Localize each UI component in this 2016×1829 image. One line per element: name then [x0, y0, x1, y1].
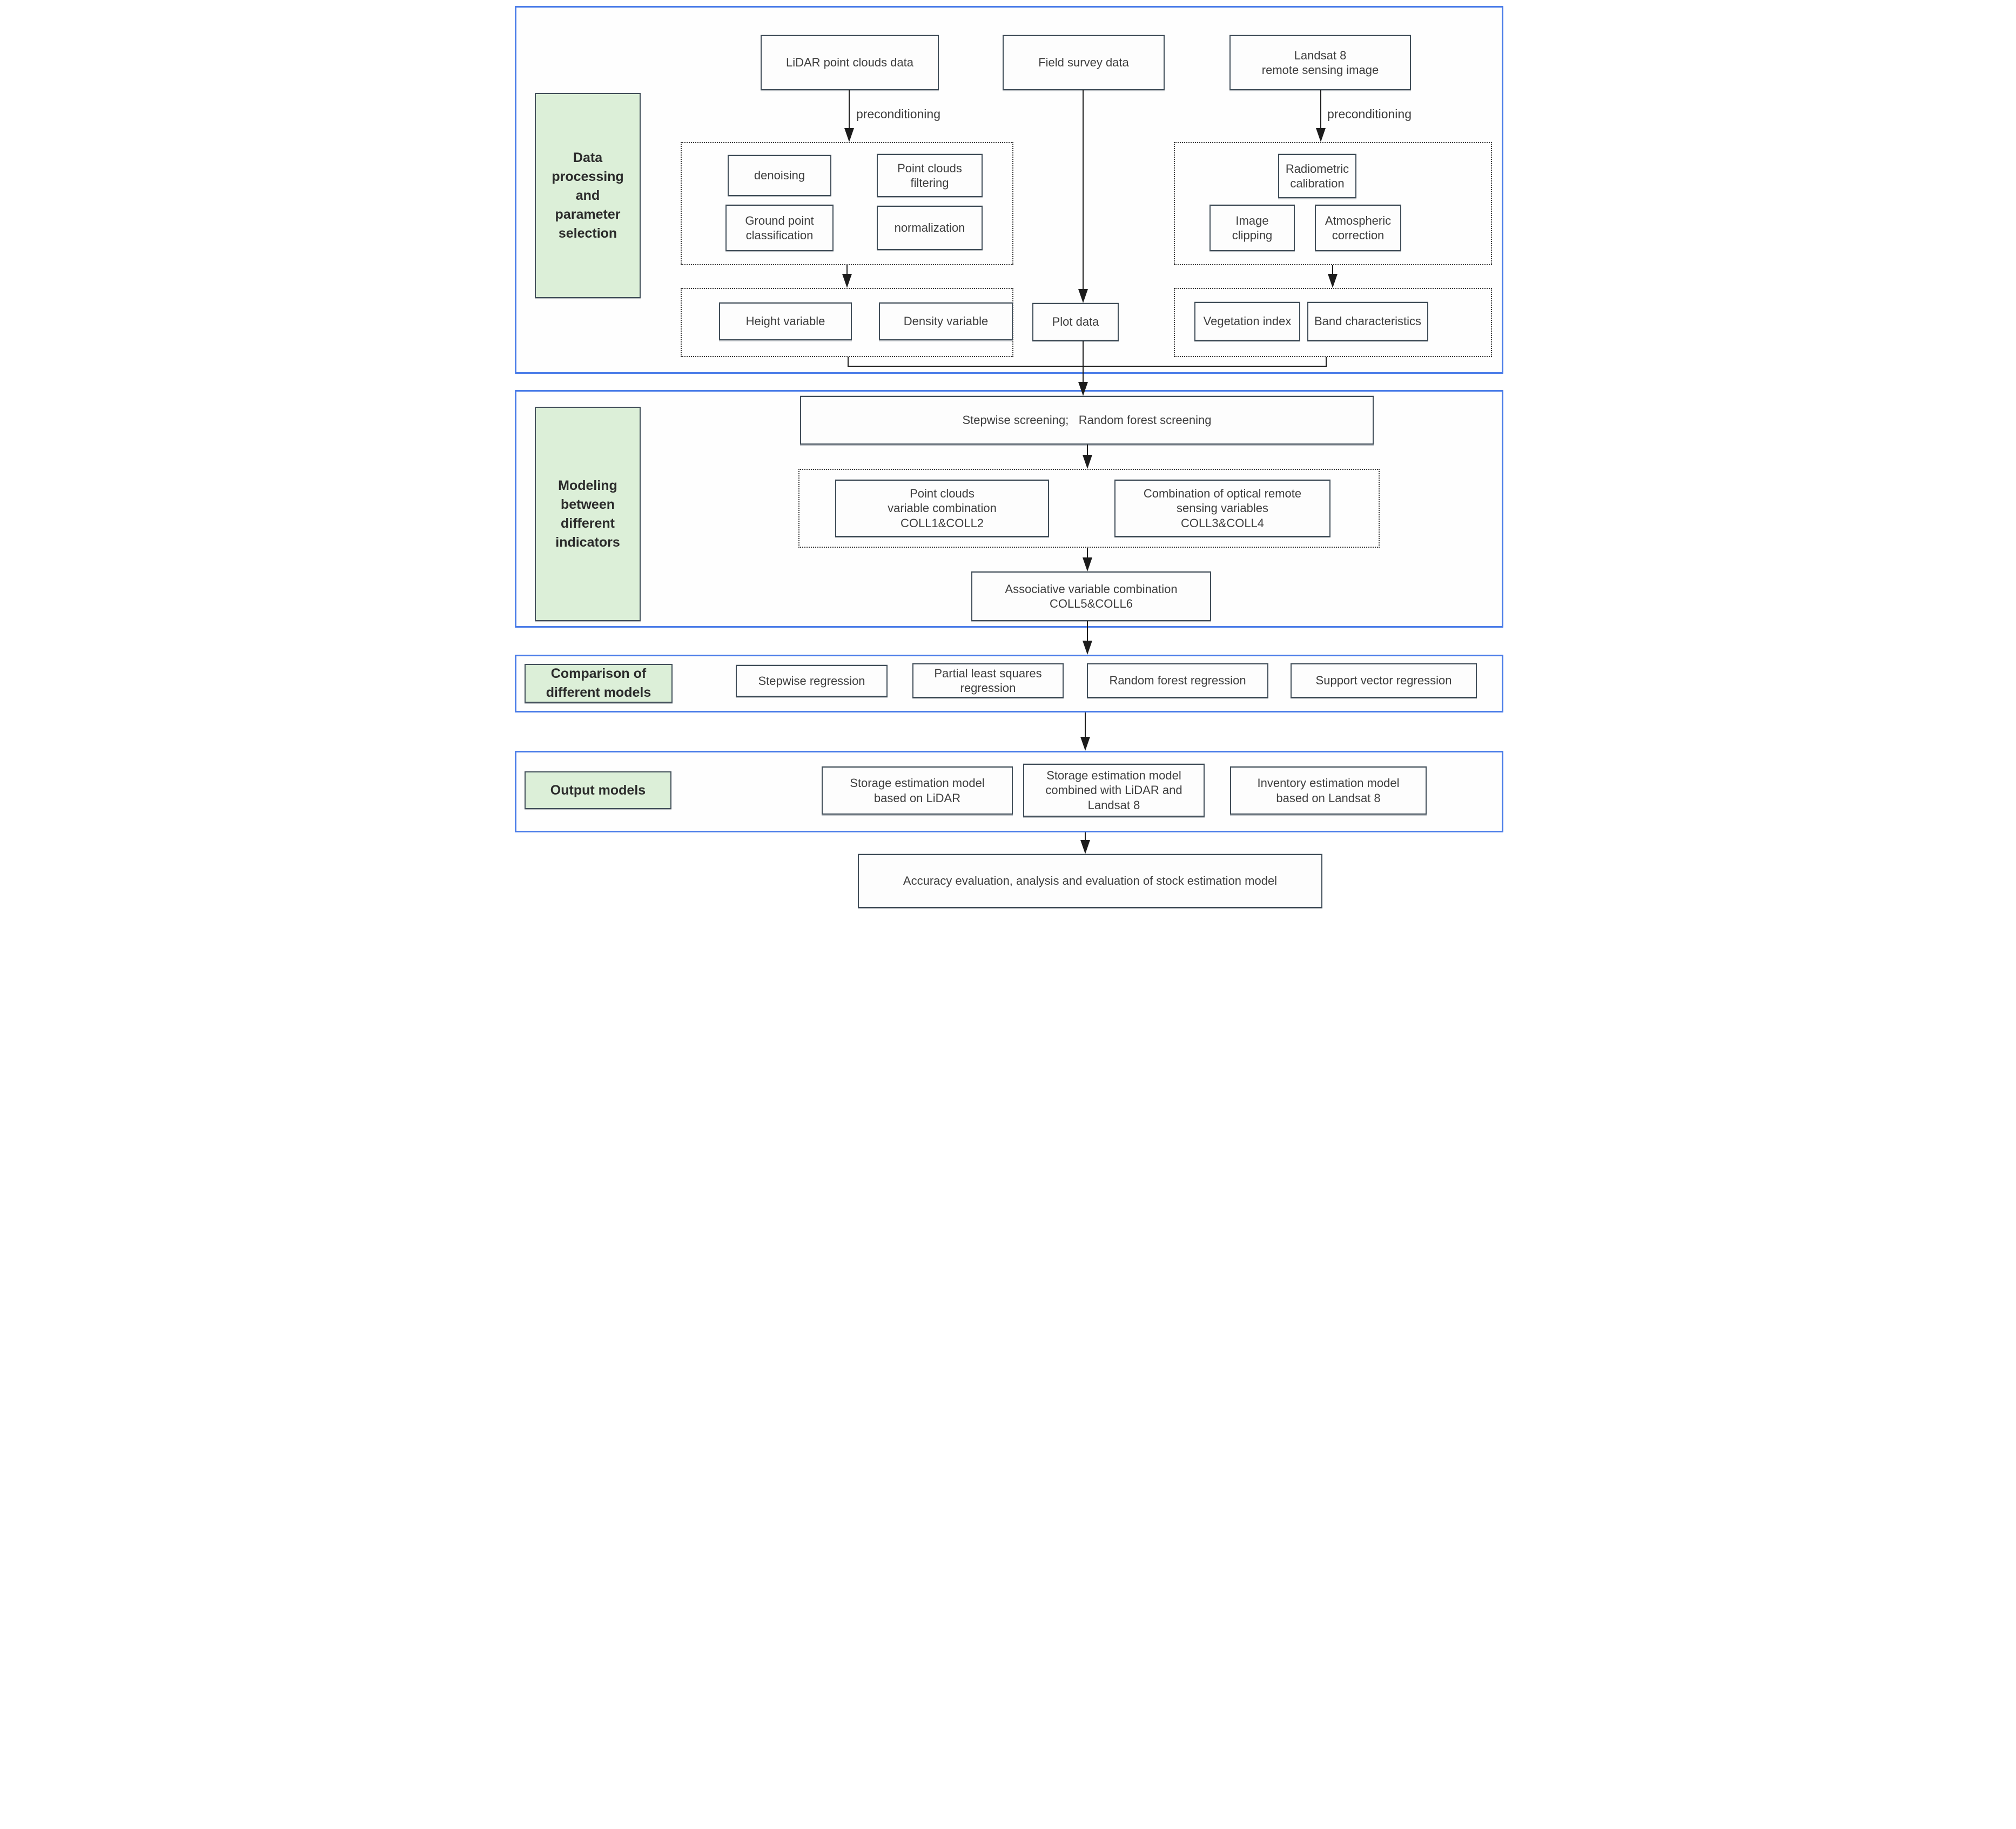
box-coll3-coll4: Combination of optical remote sensing va… [1114, 480, 1330, 537]
stage-label-data-processing: Data processing and parameter selection [535, 93, 641, 298]
box-vegetation-index: Vegetation index [1194, 302, 1300, 341]
connector-left-variables-down [848, 357, 849, 367]
box-plot-data: Plot data [1032, 303, 1119, 341]
box-stepwise-regression: Stepwise regression [736, 665, 888, 697]
box-normalization: normalization [877, 206, 983, 250]
box-landsat8-image: Landsat 8 remote sensing image [1229, 35, 1411, 90]
box-image-clipping: Image clipping [1209, 205, 1295, 251]
box-screening: Stepwise screening; Random forest screen… [800, 396, 1374, 445]
box-density-variable: Density variable [879, 302, 1013, 340]
arrowhead-field-to-plot-data [1078, 289, 1088, 303]
box-ground-point-classification: Ground point classification [725, 205, 834, 251]
box-lidar-point-clouds-data: LiDAR point clouds data [761, 35, 939, 90]
arrowhead-lidar-to-preprocessing [844, 128, 854, 142]
box-point-clouds-filtering: Point clouds filtering [877, 154, 983, 197]
arrowhead-screening-to-combinations [1083, 455, 1092, 469]
connector-right-variables-down [1326, 357, 1327, 367]
arrowhead-output-to-accuracy [1080, 840, 1090, 854]
arrow-field-to-plot-data [1083, 90, 1084, 289]
arrow-lidar-to-preprocessing [849, 90, 850, 128]
arrowhead-associative-to-comparison [1083, 641, 1092, 655]
dotted-group-landsat-variables [1174, 288, 1492, 357]
box-atmospheric-correction: Atmospheric correction [1315, 205, 1401, 251]
arrow-lidar-preprocessing-to-variables [846, 265, 848, 274]
box-inventory-model-landsat: Inventory estimation model based on Land… [1230, 766, 1427, 815]
arrowhead-landsat-preprocessing-to-variables [1328, 274, 1338, 288]
box-coll5-coll6: Associative variable combination COLL5&C… [971, 571, 1211, 621]
arrow-combinations-to-associative [1087, 548, 1088, 558]
box-random-forest-regression: Random forest regression [1087, 663, 1268, 698]
box-radiometric-calibration: Radiometric calibration [1278, 154, 1356, 198]
dotted-group-landsat-preprocessing [1174, 142, 1492, 265]
box-pls-regression: Partial least squares regression [912, 663, 1064, 698]
box-support-vector-regression: Support vector regression [1291, 663, 1477, 698]
box-coll1-coll2: Point clouds variable combination COLL1&… [835, 480, 1049, 537]
connector-bracket-horizontal [848, 366, 1327, 367]
dotted-group-lidar-variables [681, 288, 1013, 357]
stage-label-comparison: Comparison of different models [525, 664, 673, 703]
label-preconditioning-right: preconditioning [1327, 107, 1412, 121]
arrowhead-comparison-to-output [1080, 737, 1090, 751]
arrow-comparison-to-output [1085, 712, 1086, 737]
arrow-plot-data-to-screening [1083, 341, 1084, 382]
arrow-landsat-preprocessing-to-variables [1332, 265, 1333, 274]
arrow-landsat-to-preprocessing [1320, 90, 1321, 128]
box-band-characteristics: Band characteristics [1307, 302, 1428, 341]
stage-label-modeling: Modeling between different indicators [535, 407, 641, 621]
label-preconditioning-left: preconditioning [856, 107, 941, 121]
arrowhead-combinations-to-associative [1083, 557, 1092, 571]
arrowhead-plot-data-to-screening [1078, 382, 1088, 396]
arrow-associative-to-comparison [1087, 621, 1088, 641]
flowchart: Data processing and parameter selection … [504, 0, 1512, 914]
arrow-output-to-accuracy [1085, 832, 1086, 840]
box-accuracy-evaluation: Accuracy evaluation, analysis and evalua… [858, 854, 1322, 908]
box-denoising: denoising [728, 155, 831, 196]
dotted-group-lidar-preprocessing [681, 142, 1013, 265]
box-field-survey-data: Field survey data [1003, 35, 1165, 90]
arrow-screening-to-combinations [1087, 445, 1088, 455]
box-storage-model-lidar: Storage estimation model based on LiDAR [822, 766, 1013, 815]
dotted-group-variable-combinations [798, 469, 1380, 548]
arrowhead-lidar-preprocessing-to-variables [842, 274, 852, 288]
arrowhead-landsat-to-preprocessing [1316, 128, 1326, 142]
box-storage-model-combined: Storage estimation model combined with L… [1023, 764, 1205, 817]
stage-label-output: Output models [525, 771, 671, 809]
box-height-variable: Height variable [719, 302, 852, 340]
